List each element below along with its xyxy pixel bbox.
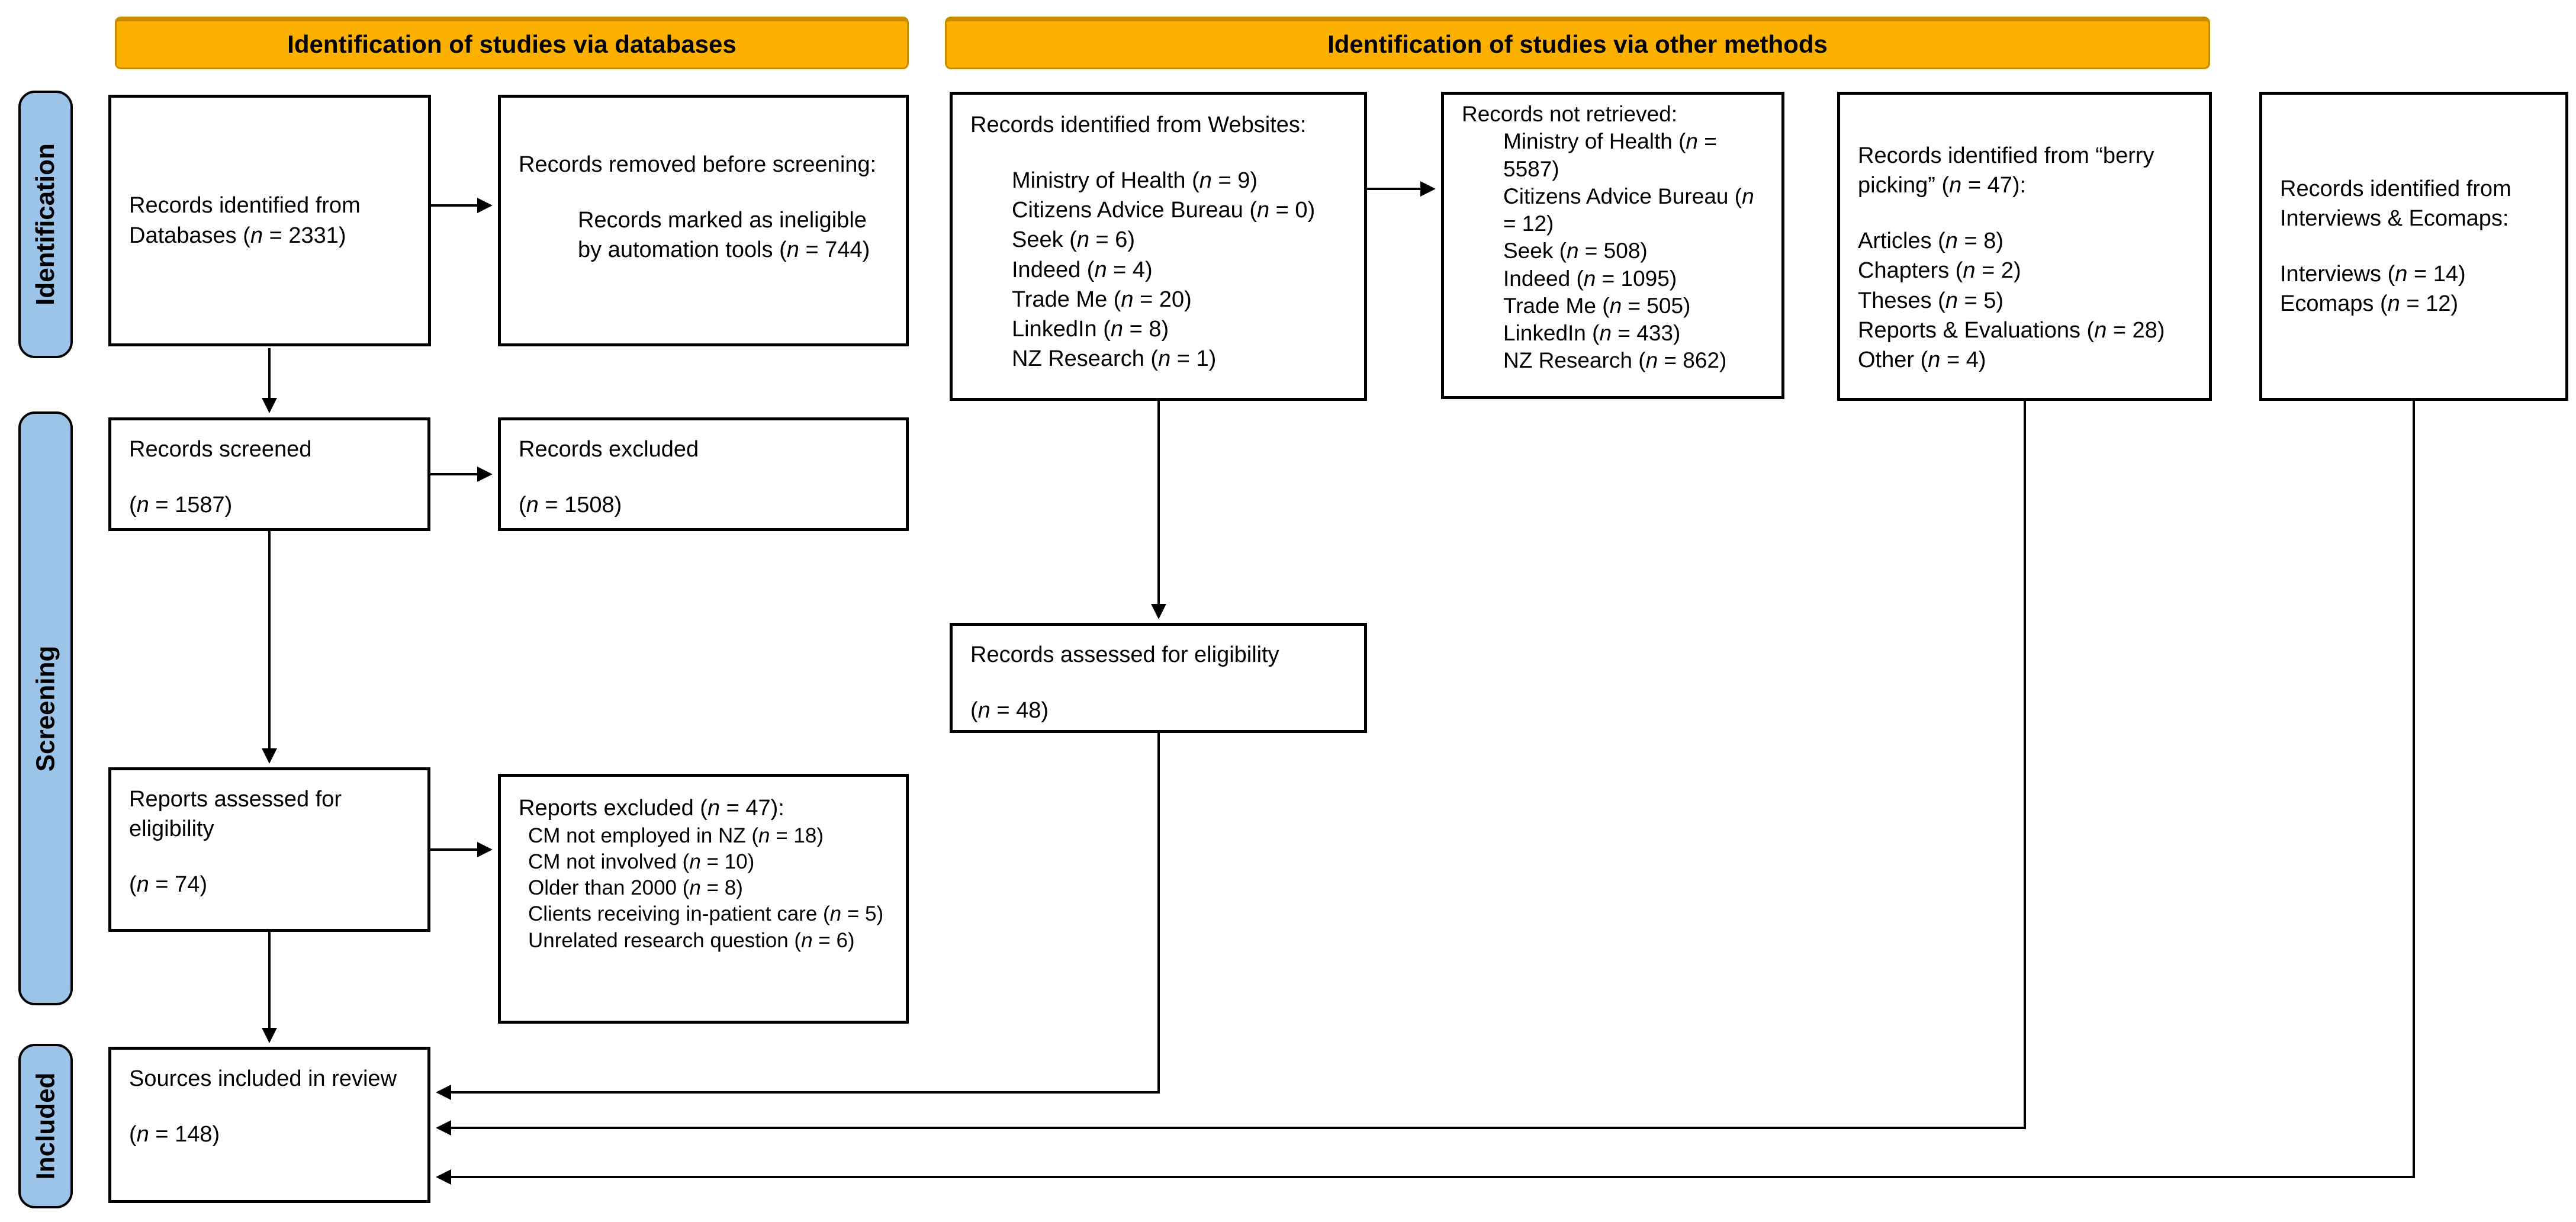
reports-assessed-title: Reports assessed for eligibility [129,787,342,842]
websites-item: Indeed (n = 4) [1012,257,1153,282]
reports-excluded-reason: CM not involved (n = 10) [528,850,755,874]
box-records-identified-websites: Records identified from Websites: Minist… [950,92,1367,401]
stage-identification: Identification [18,91,73,358]
box-sources-included: Sources included in review (n = 148) [108,1047,430,1203]
records-assessed-count: (n = 48) [970,698,1049,723]
records-screened-title: Records screened [129,437,312,462]
box-reports-assessed-eligibility: Reports assessed for eligibility (n = 74… [108,767,430,932]
stage-included: Included [18,1044,73,1208]
box-records-identified-databases: Records identified from Databases (n = 2… [108,95,431,346]
websites-item: LinkedIn (n = 8) [1012,316,1169,342]
arrow-assessed-records-to-included [436,733,1160,1100]
websites-item: NZ Research (n = 1) [1012,346,1217,372]
box-records-screened: Records screened (n = 1587) [108,417,430,531]
reports-excluded-reason: Older than 2000 (n = 8) [528,876,743,900]
banner-databases-label: Identification of studies via databases [287,30,737,58]
banner-databases: Identification of studies via databases [115,17,909,69]
stage-screening: Screening [18,411,73,1005]
not-retrieved-title: Records not retrieved: [1462,102,1678,126]
interviews-item: Interviews (n = 14) [2280,262,2466,287]
not-retrieved-item: Ministry of Health (n = 5587) [1503,129,1717,181]
reports-excluded-reason: CM not employed in NZ (n = 18) [528,824,824,848]
box-reports-excluded: Reports excluded (n = 47): CM not employ… [498,774,909,1024]
arrow-berry-to-included [436,401,2026,1136]
interviews-title: Records identified from Interviews & Eco… [2280,176,2511,231]
not-retrieved-item: NZ Research (n = 862) [1503,348,1727,373]
websites-item: Trade Me (n = 20) [1012,287,1192,312]
interviews-item: Ecomaps (n = 12) [2280,291,2458,317]
arrow-interviews-to-included [436,401,2415,1185]
reports-excluded-reason: Unrelated research question (n = 6) [528,928,855,952]
box-records-excluded: Records excluded (n = 1508) [498,417,909,531]
reports-excluded-reason: Clients receiving in-patient care (n = 5… [528,902,884,926]
berry-title: Records identified from “berry picking” … [1858,143,2154,198]
not-retrieved-item: Citizens Advice Bureau (n = 12) [1503,184,1754,236]
websites-item: Citizens Advice Bureau (n = 0) [1012,198,1316,223]
records-removed-title: Records removed before screening: [519,152,877,177]
records-identified-databases-text: Records identified from Databases (n = 2… [129,193,361,248]
records-excluded-title: Records excluded [519,437,699,462]
websites-item: Seek (n = 6) [1012,227,1136,253]
box-records-interviews-ecomaps: Records identified from Interviews & Eco… [2259,92,2568,401]
websites-title: Records identified from Websites: [970,112,1307,137]
box-records-not-retrieved: Records not retrieved: Ministry of Healt… [1441,92,1784,399]
banner-other-methods-label: Identification of studies via other meth… [1327,30,1828,58]
sources-included-count: (n = 148) [129,1122,220,1147]
records-removed-detail: Records marked as ineligible by automati… [578,208,870,263]
box-records-removed: Records removed before screening: Record… [498,95,909,346]
box-records-berry-picking: Records identified from “berry picking” … [1837,92,2212,401]
box-records-assessed-eligibility: Records assessed for eligibility (n = 48… [950,623,1367,733]
not-retrieved-item: Seek (n = 508) [1503,239,1648,263]
berry-item: Articles (n = 8) [1858,229,2004,254]
berry-item: Reports & Evaluations (n = 28) [1858,317,2165,343]
not-retrieved-item: Trade Me (n = 505) [1503,293,1691,318]
not-retrieved-item: Indeed (n = 1095) [1503,266,1677,291]
reports-assessed-count: (n = 74) [129,872,208,898]
berry-item: Theses (n = 5) [1858,288,2004,313]
berry-item: Other (n = 4) [1858,347,1986,372]
records-screened-count: (n = 1587) [129,493,233,518]
records-assessed-title: Records assessed for eligibility [970,642,1279,667]
banner-other-methods: Identification of studies via other meth… [945,17,2210,69]
sources-included-title: Sources included in review [129,1066,397,1091]
reports-excluded-title: Reports excluded (n = 47): [519,796,784,821]
websites-item: Ministry of Health (n = 9) [1012,168,1258,194]
records-excluded-count: (n = 1508) [519,493,622,518]
berry-item: Chapters (n = 2) [1858,258,2021,284]
not-retrieved-item: LinkedIn (n = 433) [1503,321,1681,345]
